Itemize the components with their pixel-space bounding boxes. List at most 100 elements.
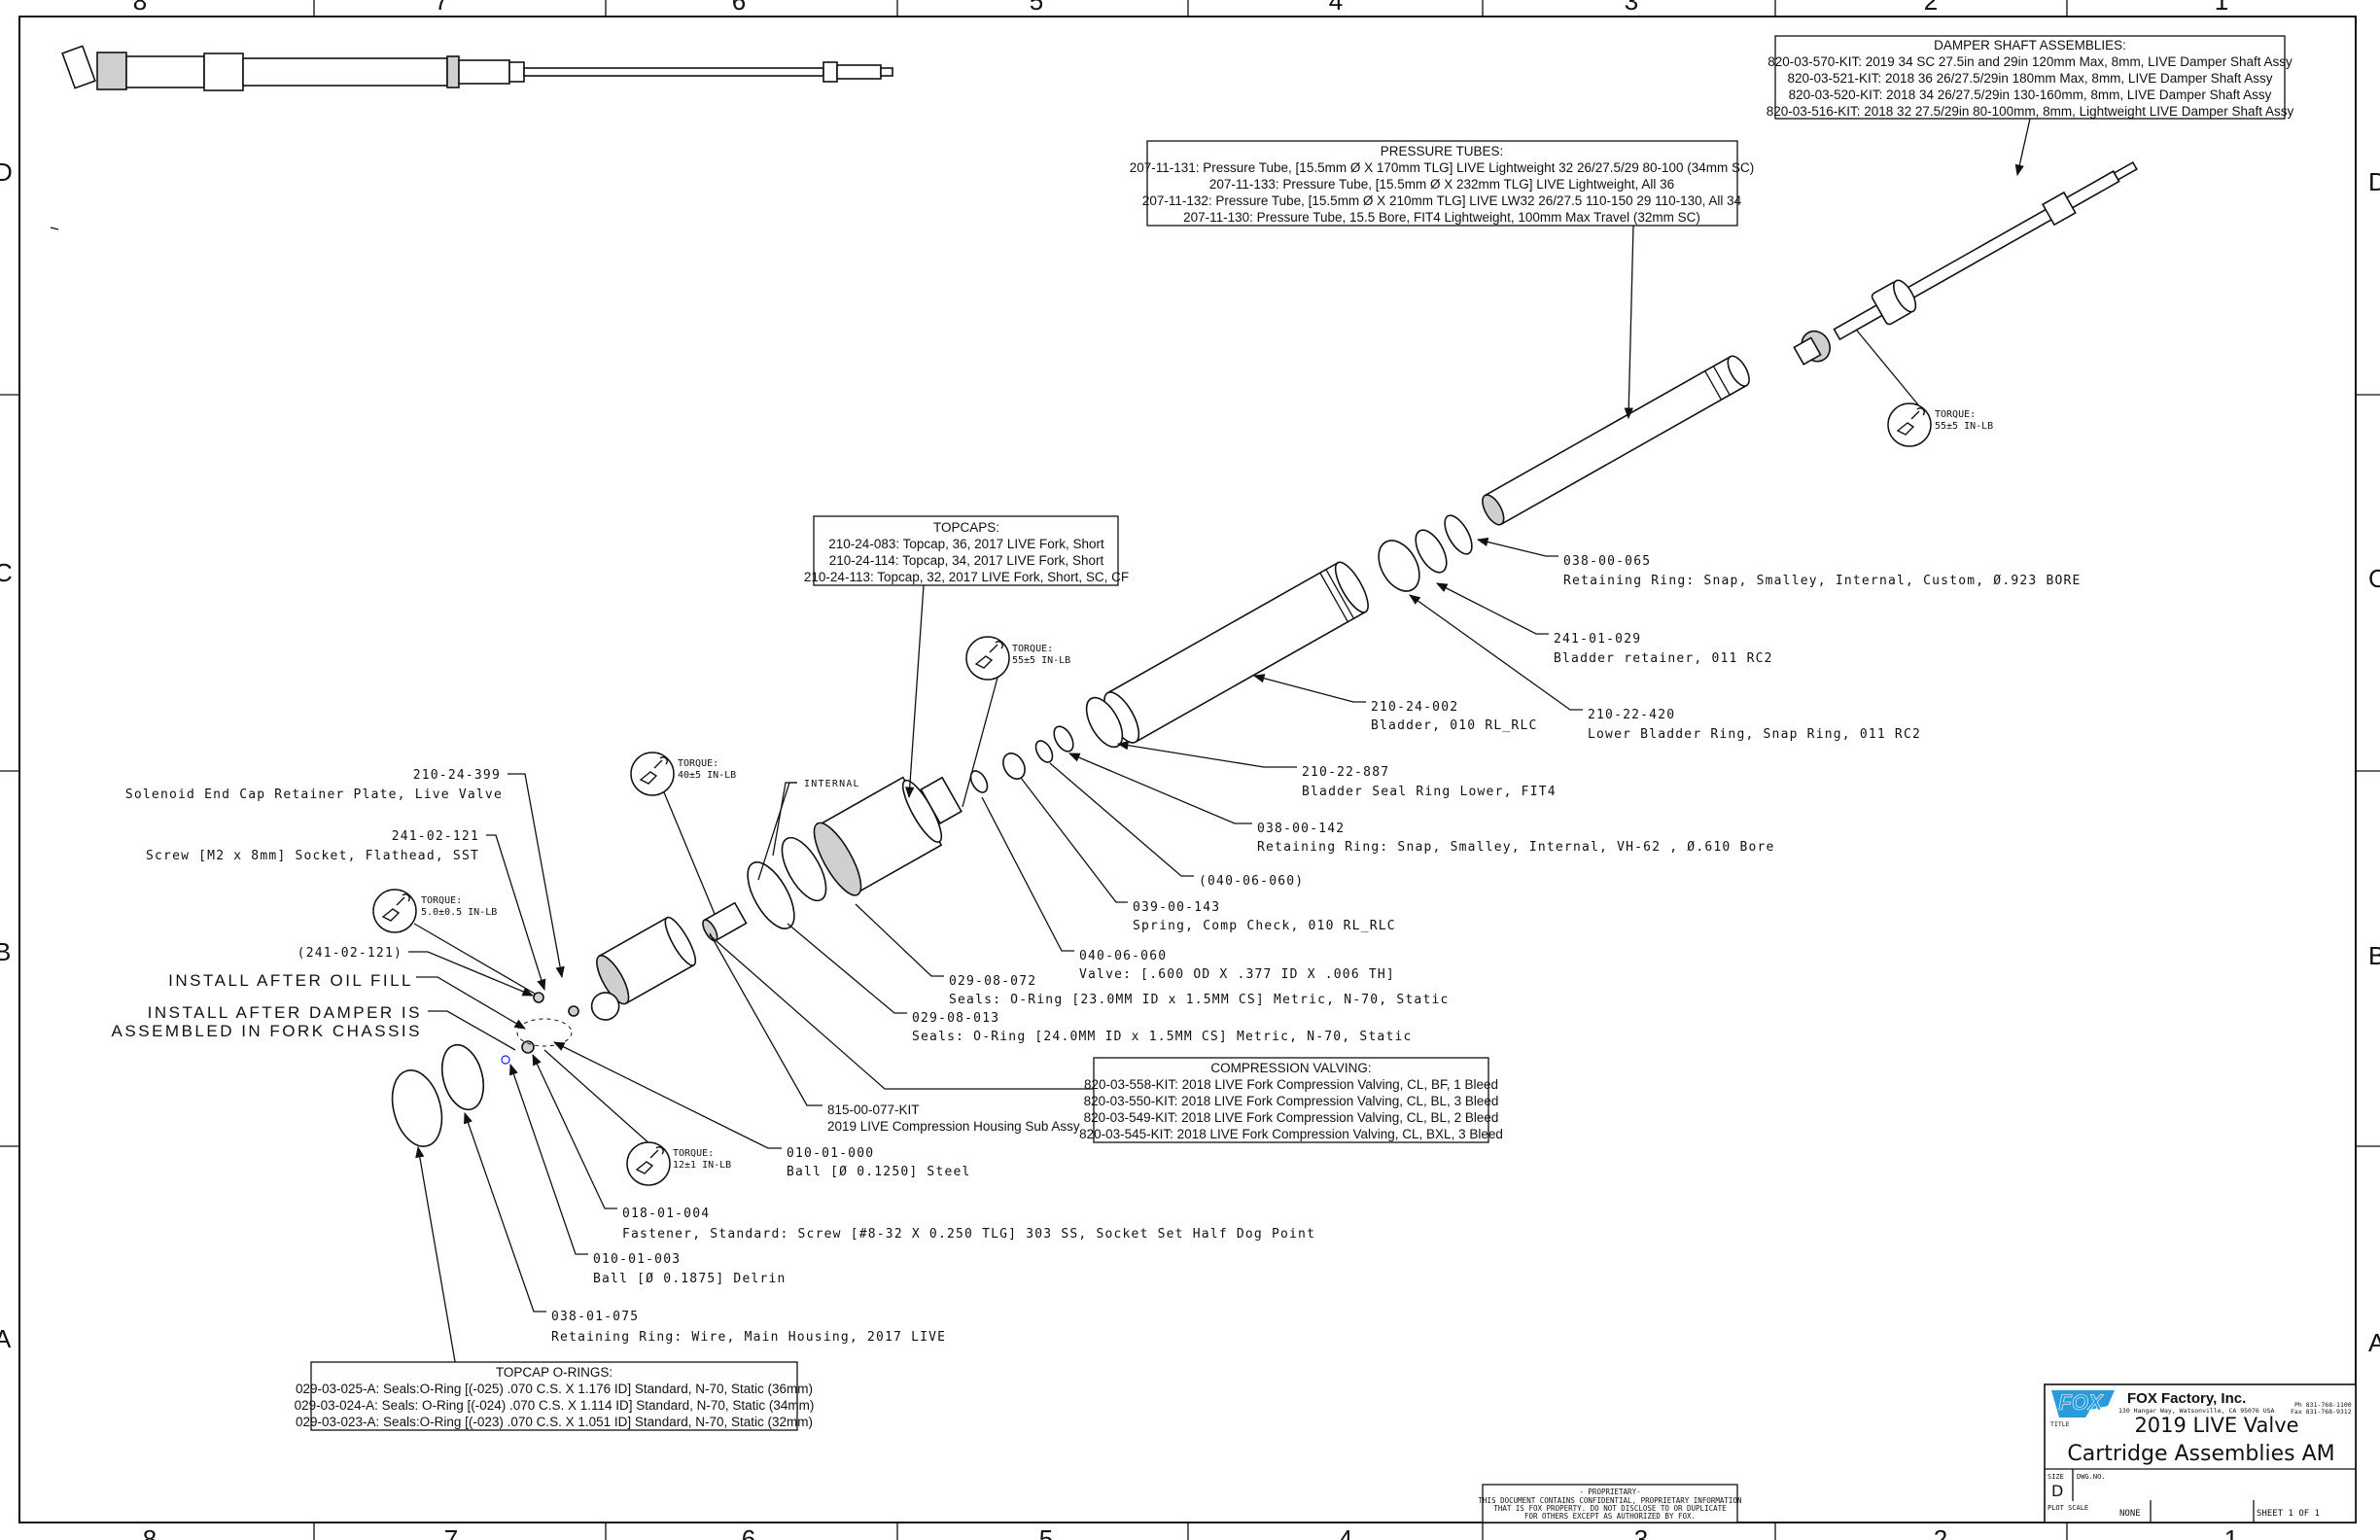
proprietary-line: THAT IS FOX PROPERTY. DO NOT DISCLOSE TO…: [1493, 1504, 1727, 1513]
table-title: DAMPER SHAFT ASSEMBLIES:: [1934, 38, 2126, 52]
title-label: TITLE: [2050, 1420, 2070, 1428]
drawing-title-line2: Cartridge Assemblies AM: [2067, 1442, 2334, 1466]
table-row: 029-03-023-A: Seals:O-Ring [(-023) .070 …: [296, 1415, 813, 1429]
company-address: 130 Hangar Way, Watsonville, CA 95076 US…: [2118, 1407, 2275, 1415]
callout-part-number: 038-01-075: [551, 1310, 639, 1324]
zone-col-2: 2: [1924, 0, 1938, 16]
torque-wrench-icon: [965, 636, 1010, 681]
callout-description: 2019 LIVE Compression Housing Sub Assy: [827, 1119, 1080, 1134]
zone-row-d-right: D: [2368, 167, 2380, 196]
callout-description: Lower Bladder Ring, Snap Ring, 011 RC2: [1588, 727, 1921, 742]
company-name: FOX Factory, Inc.: [2127, 1390, 2246, 1407]
table-row: 820-03-520-KIT: 2018 34 26/27.5/29in 130…: [1789, 88, 2272, 102]
table-title: TOPCAP O-RINGS:: [496, 1365, 612, 1380]
table-row: 210-24-114: Topcap, 34, 2017 LIVE Fork, …: [829, 553, 1104, 568]
callout-description: Fastener, Standard: Screw [#8-32 X 0.250…: [622, 1227, 1315, 1242]
table-title: TOPCAPS:: [933, 520, 999, 535]
torque-wrench-icon: [626, 1141, 671, 1186]
pressure-tube: [1482, 355, 1750, 526]
callout-description: Retaining Ring: Snap, Smalley, Internal,…: [1563, 574, 2082, 588]
table-row: 820-03-550-KIT: 2018 LIVE Fork Compressi…: [1084, 1094, 1499, 1108]
torque-wrench-icon: [372, 889, 417, 933]
assembled-cartridge-view: [50, 45, 893, 230]
zone-col-7-bottom: 7: [444, 1524, 458, 1540]
topcaps-table: TOPCAPS: 210-24-083: Topcap, 36, 2017 LI…: [804, 515, 1129, 586]
torque-callout-valve: TORQUE: 40±5 IN-LB: [630, 752, 736, 796]
leader-lines: [408, 118, 2031, 1430]
zone-row-d: D: [0, 158, 13, 187]
part-callouts: 038-00-065 Retaining Ring: Snap, Smalley…: [112, 554, 2082, 1345]
pressure-tubes-table: PRESSURE TUBES: 207-11-131: Pressure Tub…: [1130, 140, 1754, 227]
drawing-title-line1: 2019 LIVE Valve: [2134, 1414, 2298, 1437]
torque-label: TORQUE:: [673, 1148, 714, 1159]
zone-col-1: 1: [2215, 0, 2228, 16]
zone-row-b: B: [0, 937, 11, 966]
table-row: 029-03-024-A: Seals: O-Ring [(-024) .070…: [295, 1398, 815, 1413]
zone-col-5-bottom: 5: [1039, 1524, 1053, 1540]
table-row: 820-03-558-KIT: 2018 LIVE Fork Compressi…: [1084, 1077, 1498, 1092]
callout-part-number: (241-02-121): [298, 946, 402, 961]
valve-body: [702, 901, 748, 942]
zone-col-6-bottom: 6: [742, 1524, 755, 1540]
table-row: 207-11-133: Pressure Tube, [15.5mm Ø X 2…: [1209, 177, 1674, 192]
bladder-tube: [1103, 561, 1369, 744]
table-row: 207-11-130: Pressure Tube, 15.5 Bore, FI…: [1183, 210, 1700, 225]
zone-row-b-right: B: [2368, 941, 2380, 970]
table-row: 210-24-113: Topcap, 32, 2017 LIVE Fork, …: [804, 570, 1129, 584]
callout-description: Retaining Ring: Snap, Smalley, Internal,…: [1257, 840, 1775, 855]
torque-wrench-icon: [1887, 402, 1932, 447]
callout-description: Bladder, 010 RL_RLC: [1371, 718, 1538, 733]
screw-shape: [533, 992, 544, 1003]
dwg-no-label: DWG.NO.: [2077, 1473, 2106, 1481]
torque-label: TORQUE:: [421, 895, 462, 906]
zone-row-c: C: [0, 558, 13, 587]
fox-logo: FOX: [2051, 1390, 2115, 1418]
zone-row-a: A: [0, 1324, 12, 1353]
delrin-ball-shape: [501, 1055, 510, 1065]
size-label: SIZE: [2048, 1473, 2064, 1481]
zone-col-6: 6: [732, 0, 746, 16]
zone-col-5: 5: [1030, 0, 1043, 16]
size-value: D: [2051, 1482, 2063, 1500]
callout-part-number: (040-06-060): [1199, 874, 1304, 889]
callout-part-number: 241-01-029: [1554, 632, 1641, 647]
callout-description: Spring, Comp Check, 010 RL_RLC: [1133, 919, 1396, 933]
callout-part-number: 029-08-072: [949, 974, 1036, 989]
screw-shape-2: [568, 1005, 579, 1017]
wire-ring-shape: [440, 1043, 485, 1111]
topcap-oring-shape: [391, 1069, 443, 1147]
torque-value: 12±1 IN-LB: [673, 1160, 731, 1171]
callout-part-number: 210-22-420: [1588, 708, 1675, 722]
table-row: 029-03-025-A: Seals:O-Ring [(-025) .070 …: [296, 1382, 813, 1396]
company-phone: Ph 831-768-1100: [2294, 1401, 2352, 1409]
damper-shaft-assembly: [1793, 160, 2138, 366]
torque-label: TORQUE:: [1012, 644, 1053, 654]
install-note-damper-line2: ASSEMBLED IN FORK CHASSIS: [112, 1022, 422, 1040]
table-title: PRESSURE TUBES:: [1381, 144, 1504, 158]
table-row: 820-03-570-KIT: 2019 34 SC 27.5in and 29…: [1768, 54, 2292, 69]
proprietary-line: FOR OTHERS EXCEPT AS AUTHORIZED BY FOX.: [1524, 1512, 1696, 1521]
compression-valving-table: COMPRESSION VALVING: 820-03-558-KIT: 201…: [1079, 1057, 1503, 1143]
table-row: 820-03-549-KIT: 2018 LIVE Fork Compressi…: [1084, 1110, 1499, 1125]
callout-part-number: 210-22-887: [1302, 765, 1389, 780]
zone-col-1-bottom: 1: [2224, 1524, 2238, 1540]
callout-part-number: 038-00-142: [1257, 822, 1345, 836]
torque-value: 55±5 IN-LB: [1012, 655, 1070, 666]
install-note-oil-fill: INSTALL AFTER OIL FILL: [168, 971, 413, 990]
internal-label: INTERNAL: [804, 779, 860, 789]
fastener-shape: [521, 1040, 535, 1054]
zone-col-3: 3: [1625, 0, 1638, 16]
sheet-number: SHEET 1 OF 1: [2257, 1509, 2320, 1519]
table-row: 207-11-132: Pressure Tube, [15.5mm Ø X 2…: [1142, 193, 1742, 208]
ring-set-middle: [969, 696, 1124, 793]
title-block: FOX FOX Factory, Inc. 130 Hangar Way, Wa…: [2044, 1383, 2357, 1523]
zone-col-4: 4: [1329, 0, 1343, 16]
callout-description: Seals: O-Ring [24.0MM ID x 1.5MM CS] Met…: [912, 1030, 1413, 1044]
table-row: 210-24-083: Topcap, 36, 2017 LIVE Fork, …: [828, 537, 1104, 551]
exploded-view: [391, 160, 2138, 1147]
callout-part-number: 210-24-002: [1371, 700, 1458, 715]
callout-part-number: 029-08-013: [912, 1011, 999, 1026]
zone-col-4-bottom: 4: [1339, 1524, 1352, 1540]
